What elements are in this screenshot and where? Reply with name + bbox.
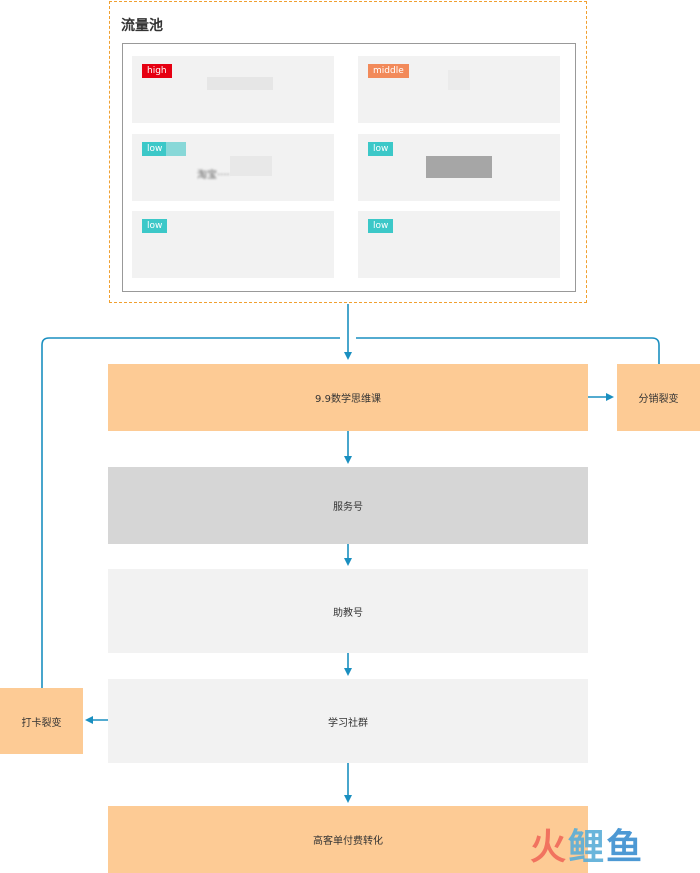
watermark-logo: 火鲤鱼 bbox=[530, 828, 644, 868]
assistant-account-node: 助教号 bbox=[108, 569, 588, 653]
watermark-char-3: 鱼 bbox=[606, 827, 645, 868]
blurred-content bbox=[207, 77, 273, 90]
checkin-label: 打卡裂变 bbox=[21, 717, 62, 729]
traffic-pool-title: 流量池 bbox=[121, 18, 163, 34]
service-account-node: 服务号 bbox=[108, 467, 588, 544]
study-community-label: 学习社群 bbox=[328, 717, 368, 729]
checkin-node: 打卡裂变 bbox=[0, 688, 83, 754]
arrow-checkin-loop bbox=[41, 337, 340, 688]
assistant-account-label: 助教号 bbox=[333, 607, 363, 619]
course-label: 9.9数学思维课 bbox=[315, 394, 381, 405]
service-account-label: 服务号 bbox=[333, 502, 363, 513]
pool-card-5: low bbox=[132, 211, 334, 278]
priority-tag-low: low bbox=[368, 219, 394, 233]
watermark-char-1: 火 bbox=[530, 827, 569, 868]
distribution-label: 分销裂变 bbox=[638, 394, 679, 405]
priority-tag-low: low bbox=[142, 142, 168, 156]
priority-tag-low: low bbox=[142, 219, 168, 233]
traffic-pool-frame bbox=[109, 1, 587, 303]
priority-tag-middle: middle bbox=[368, 64, 409, 78]
pool-card-6: low bbox=[358, 211, 560, 278]
blurred-content bbox=[166, 142, 186, 156]
blurred-content bbox=[230, 156, 272, 176]
traffic-pool-panel: high middle low 淘宝···· low low low bbox=[122, 43, 576, 292]
pool-card-3: low 淘宝···· bbox=[132, 134, 334, 201]
blurred-content bbox=[426, 156, 492, 178]
watermark-char-2: 鲤 bbox=[568, 827, 607, 868]
study-community-node: 学习社群 bbox=[108, 679, 588, 763]
priority-tag-high: high bbox=[142, 64, 172, 78]
course-node: 9.9数学思维课 bbox=[108, 364, 588, 431]
blurred-content bbox=[448, 70, 470, 90]
pool-card-4: low bbox=[358, 134, 560, 201]
distribution-node: 分销裂变 bbox=[617, 364, 700, 431]
arrow-distribution-loop bbox=[356, 337, 660, 364]
pool-card-2: middle bbox=[358, 56, 560, 123]
pool-card-1: high bbox=[132, 56, 334, 123]
conversion-label: 高客单付费转化 bbox=[313, 836, 383, 847]
priority-tag-low: low bbox=[368, 142, 394, 156]
conversion-node: 高客单付费转化 bbox=[108, 806, 588, 873]
blurred-text: 淘宝···· bbox=[197, 170, 230, 181]
